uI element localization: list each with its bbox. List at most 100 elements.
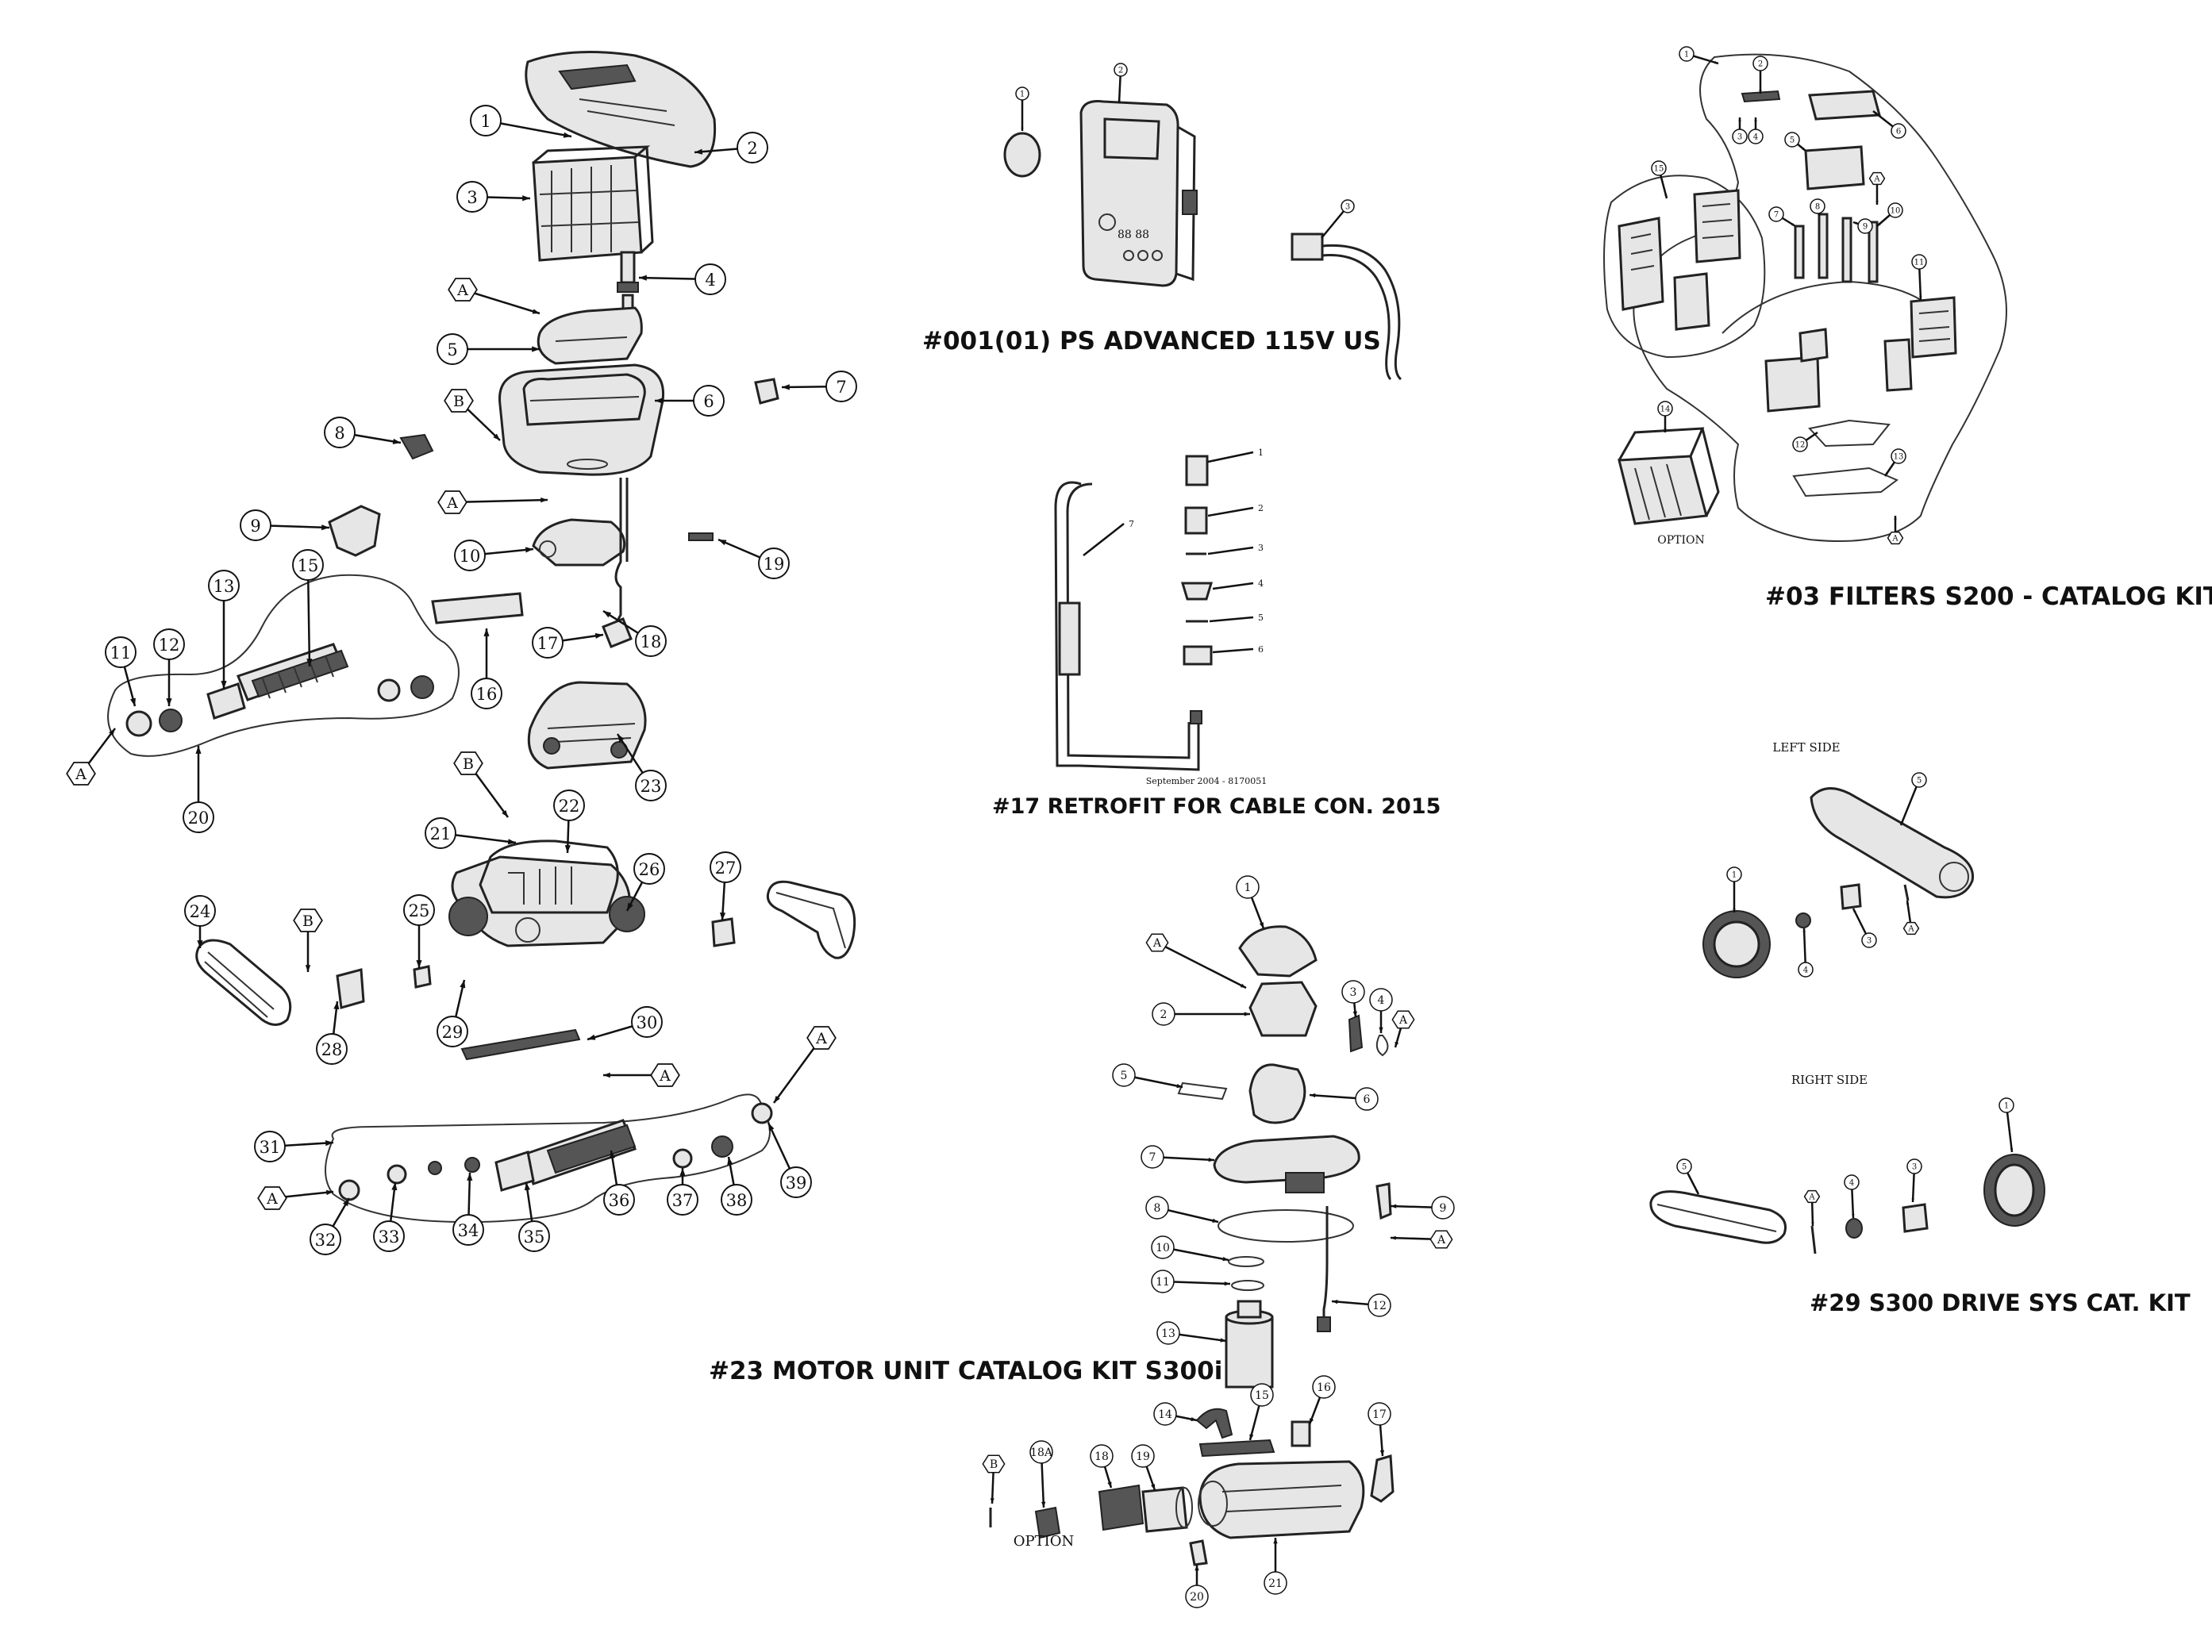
svg-text:8: 8 [334, 424, 344, 443]
retrofit-part-4 [1180, 582, 1214, 601]
svg-text:10: 10 [460, 547, 481, 566]
retrofit-callout-4: 4 [1212, 578, 1264, 590]
svg-text:2: 2 [1118, 67, 1123, 75]
svg-text:2: 2 [1258, 503, 1264, 513]
svg-text:20: 20 [1190, 1591, 1204, 1604]
motor-part-13 [1225, 1300, 1274, 1389]
power-supply-display: 88 88 [1118, 229, 1149, 241]
callout-motor-13: 13 [1156, 1321, 1227, 1345]
svg-text:A: A [446, 494, 458, 512]
svg-text:6: 6 [1896, 128, 1901, 136]
svg-text:17: 17 [537, 634, 559, 653]
svg-text:11: 11 [1914, 259, 1925, 267]
svg-text:1: 1 [1258, 448, 1264, 458]
callout-filters-5: 5 [1784, 132, 1806, 152]
callout-motor-20: 20 [1185, 1565, 1209, 1608]
svg-text:4: 4 [1258, 578, 1264, 589]
callout-drive-left-3: 3 [1852, 908, 1877, 948]
motor-part-5 [1177, 1081, 1228, 1101]
svg-text:19: 19 [764, 555, 785, 574]
front-brush-assembly [107, 574, 460, 757]
motor-part-14 [1195, 1408, 1233, 1439]
svg-text:13: 13 [1894, 453, 1904, 462]
svg-text:A: A [1437, 1234, 1446, 1247]
svg-text:1: 1 [1684, 51, 1689, 60]
svg-text:36: 36 [609, 1191, 630, 1210]
callout-motor-2: 2 [1152, 1002, 1250, 1026]
svg-text:23: 23 [641, 777, 662, 796]
svg-text:6: 6 [1258, 644, 1264, 655]
callout-motor-14: 14 [1153, 1402, 1198, 1426]
callout-filters-13: 13 [1883, 448, 1906, 477]
motor-part-6 [1248, 1063, 1306, 1124]
callout-main-6: 6 [655, 385, 725, 417]
filter-part-7 [1794, 225, 1805, 279]
power-supply-housing [1079, 100, 1179, 287]
callout-drive-left-1: 1 [1726, 866, 1742, 912]
svg-text:28: 28 [321, 1040, 343, 1059]
callout-main-17: 17 [532, 627, 604, 659]
svg-text:18: 18 [641, 632, 662, 651]
motor-part-15 [1198, 1439, 1275, 1458]
svg-text:21: 21 [1268, 1577, 1283, 1590]
callout-main-33: 33 [373, 1181, 405, 1252]
title-filters: #03 FILTERS S200 - CATALOG KIT [1765, 582, 2212, 611]
callout-main-19: 19 [717, 538, 790, 579]
left-track-part [195, 939, 292, 1026]
svg-text:6: 6 [1364, 1093, 1371, 1106]
callout-main-2: 2 [694, 132, 768, 163]
svg-text:A: A [266, 1190, 278, 1208]
svg-text:12: 12 [1795, 441, 1806, 450]
callout-motor-6: 6 [1309, 1087, 1379, 1111]
svg-text:5: 5 [447, 340, 457, 359]
callout-main-hex-A: A [66, 728, 116, 786]
callout-motor-18A: 18A [1029, 1440, 1053, 1508]
rear-brush-assembly [325, 1093, 773, 1224]
callout-motor-hex-A: A [1391, 1010, 1415, 1048]
svg-text:A: A [1873, 175, 1880, 184]
part-9-shape [328, 505, 381, 557]
svg-text:9: 9 [250, 517, 260, 536]
drive-left-part-4 [1795, 912, 1811, 928]
motor-part-7 [1213, 1135, 1360, 1184]
svg-text:27: 27 [715, 859, 737, 878]
callout-main-hex-A: A [772, 1026, 837, 1104]
callout-filters-8: 8 [1810, 198, 1825, 217]
svg-text:33: 33 [379, 1227, 400, 1247]
svg-text:8: 8 [1154, 1202, 1161, 1215]
power-supply-cable-plug [1291, 232, 1324, 261]
right-track-part [766, 880, 856, 959]
retrofit-date-label: September 2004 - 8170051 [1146, 776, 1267, 786]
callout-motor-17: 17 [1368, 1402, 1391, 1457]
callout-main-15: 15 [292, 549, 324, 667]
callout-motor-15: 15 [1248, 1383, 1274, 1441]
callout-main-39: 39 [767, 1122, 812, 1198]
callout-drive-left-hex-A: A [1902, 900, 1920, 935]
callout-main-37: 37 [667, 1168, 698, 1216]
svg-text:3: 3 [1867, 937, 1872, 946]
svg-text:17: 17 [1372, 1408, 1387, 1421]
svg-text:8: 8 [1815, 203, 1820, 212]
svg-text:A: A [1808, 1193, 1815, 1202]
callout-drive-left-4: 4 [1798, 928, 1814, 978]
callout-filters-10: 10 [1876, 202, 1903, 227]
callout-filters-7: 7 [1768, 206, 1796, 228]
motor-part-18 [1098, 1484, 1144, 1531]
svg-text:B: B [990, 1458, 998, 1471]
svg-text:4: 4 [1378, 994, 1385, 1007]
callout-motor-hex-A: A [1390, 1230, 1453, 1249]
callout-main-16: 16 [471, 628, 502, 709]
svg-text:1: 1 [1244, 882, 1252, 894]
callout-drive-right-3: 3 [1906, 1158, 1922, 1203]
drive-right-part-4 [1845, 1218, 1863, 1239]
callout-filters-11: 11 [1911, 254, 1927, 301]
callout-motor-3: 3 [1341, 980, 1365, 1018]
svg-text:14: 14 [1660, 405, 1671, 414]
svg-text:32: 32 [315, 1231, 337, 1250]
title-drive: #29 S300 DRIVE SYS CAT. KIT [1810, 1289, 2191, 1316]
motor-part-21 [1198, 1460, 1365, 1539]
svg-text:38: 38 [726, 1191, 748, 1210]
callout-motor-7: 7 [1141, 1145, 1215, 1169]
callout-drive-right-1: 1 [1998, 1097, 2014, 1153]
